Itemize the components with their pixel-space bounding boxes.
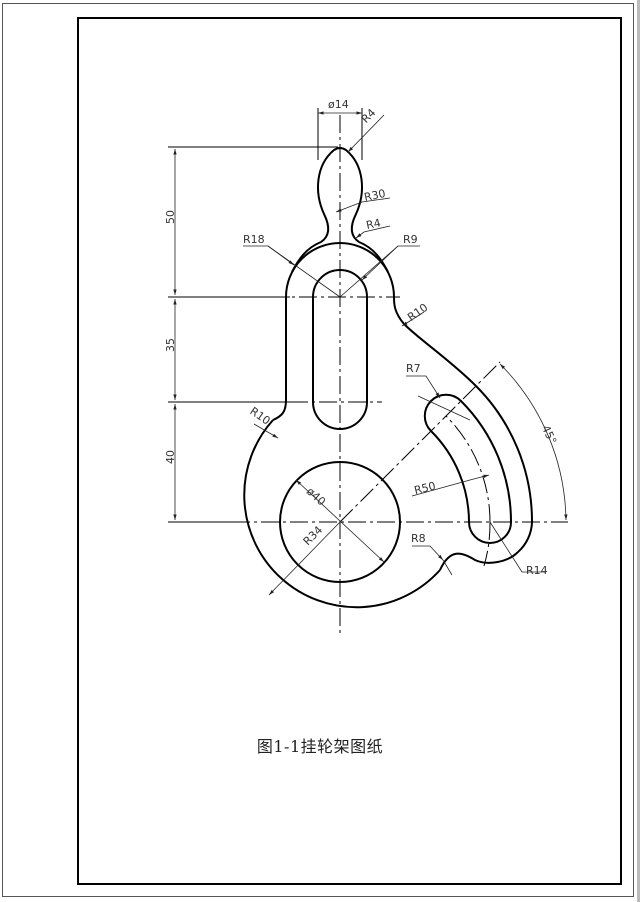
dim-arc-slot-center: R50 [413, 479, 437, 497]
outer-page-border [2, 3, 634, 897]
dim-arc-outer-radius: R14 [526, 564, 548, 577]
dim-angle: 45° [539, 423, 559, 446]
dim-vertical-50: 50 [164, 210, 177, 224]
dim-blend-right: R10 [405, 301, 430, 324]
dim-inner-slot-radius: R9 [403, 233, 418, 246]
dim-vertical-35: 35 [164, 338, 177, 352]
extension-lines [168, 108, 363, 523]
dim-top-diameter: ø14 [328, 98, 349, 111]
center-lines [232, 115, 568, 635]
dim-hub-radius: R34 [301, 524, 325, 548]
drawing-frame [77, 17, 622, 885]
dim-neck-radius-small: R4 [365, 216, 382, 232]
dim-arc-slot-end: R7 [406, 362, 421, 375]
dim-neck-radius-large: R30 [363, 187, 387, 204]
dimension-lines [173, 111, 568, 596]
dim-vertical-40: 40 [164, 450, 177, 464]
figure-caption: 图1-1挂轮架图纸 [256, 737, 384, 756]
dim-hole-diameter: ø40 [304, 485, 328, 509]
dimension-labels: ø14 R4 R30 R4 R18 R9 R10 R10 R7 R50 R8 R… [164, 98, 559, 577]
dim-outer-arc-radius: R18 [243, 233, 265, 246]
page-edge-shadow [637, 0, 640, 902]
dim-blend-bottom: R8 [411, 532, 426, 545]
